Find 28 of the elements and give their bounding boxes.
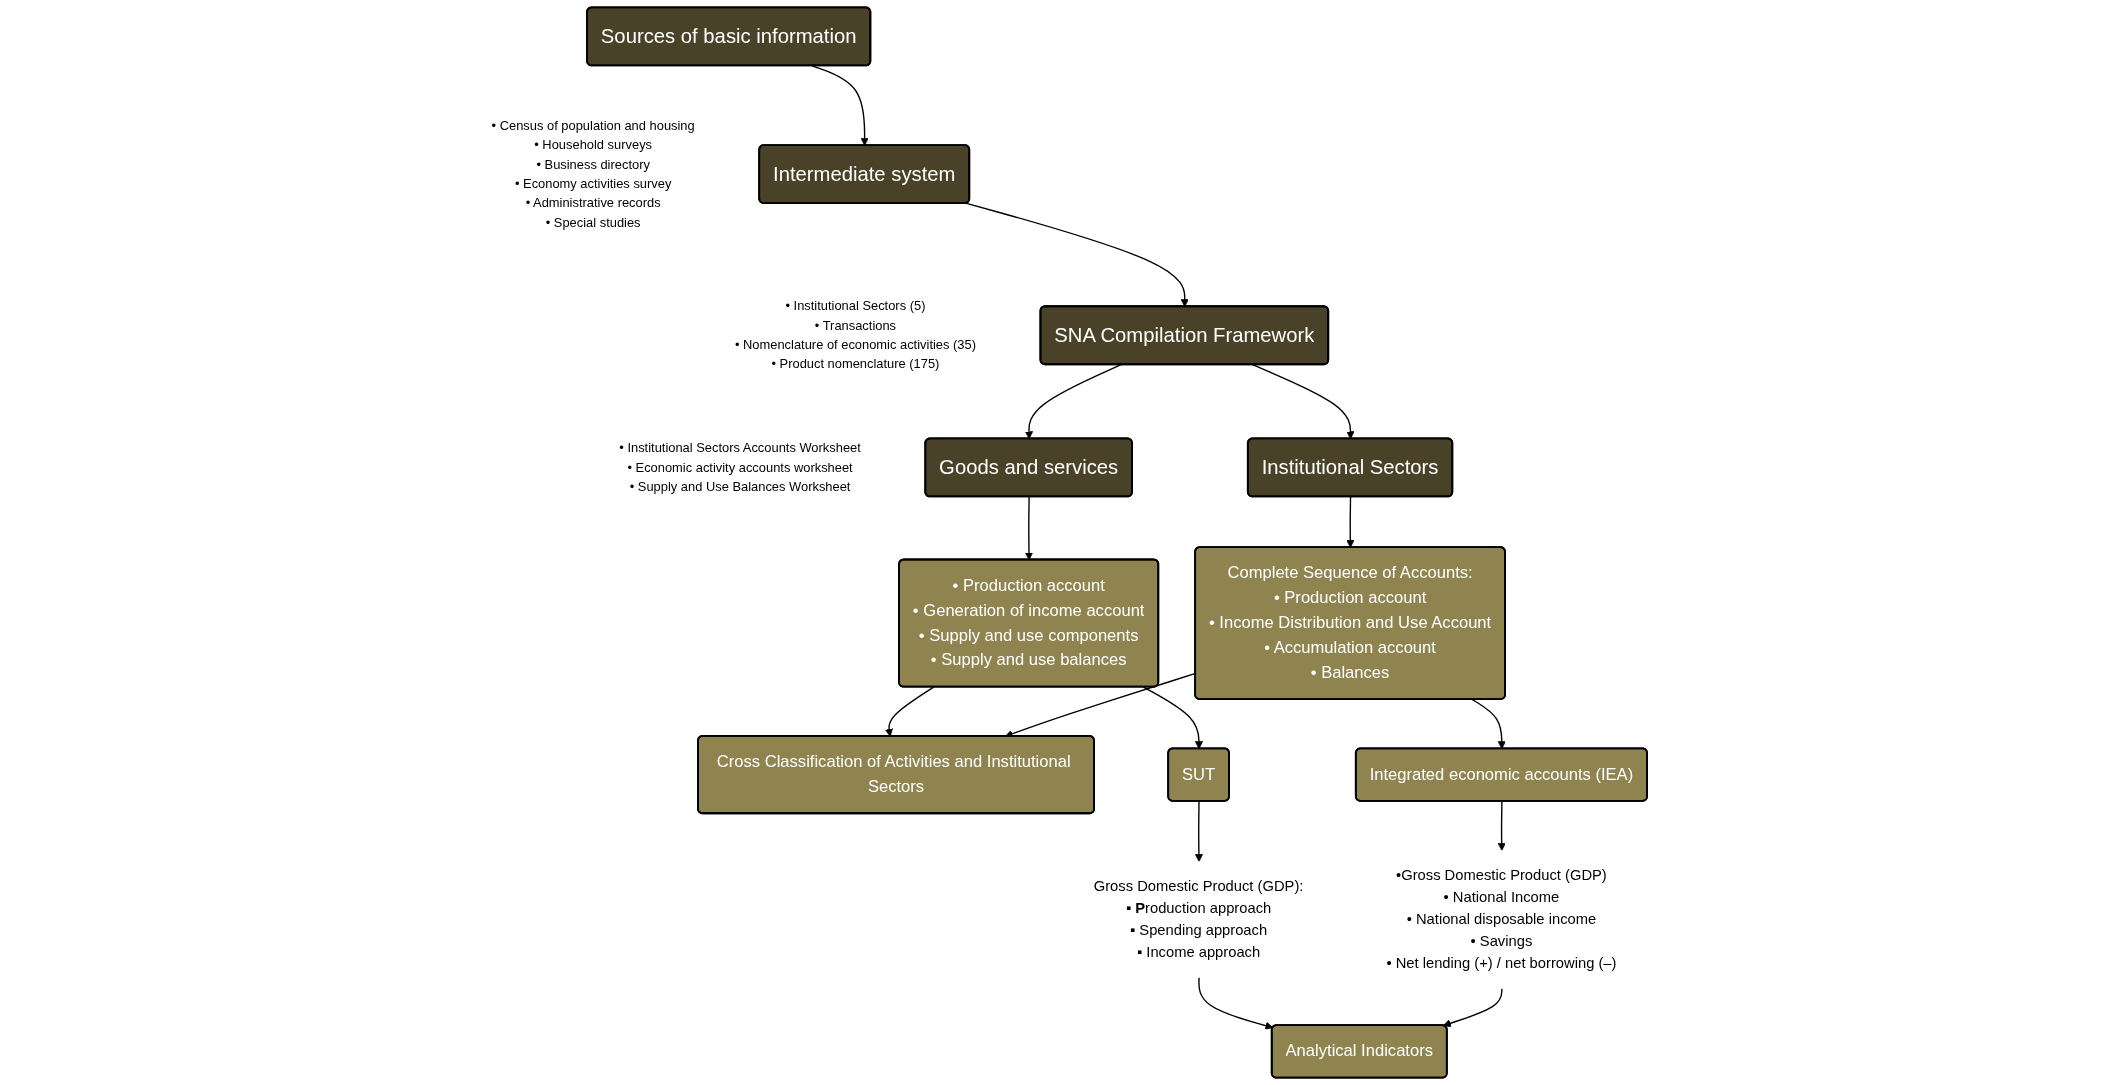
arrow [965, 202, 1189, 308]
arrow [1142, 686, 1203, 750]
node-label: • Census of population and housing [491, 117, 695, 133]
arrow [1194, 800, 1203, 862]
node-text: •Gross Domestic Product (GDP) • National Income • National disposable income • Savings • Net lending (+) / net borrowing (–) [1386, 866, 1617, 971]
arrow [1471, 698, 1506, 750]
arrow [1251, 364, 1355, 440]
arrow [1024, 364, 1122, 440]
node-label: • Transactions [814, 317, 897, 333]
node-label: • Economy activities survey [514, 175, 672, 191]
arrow [1497, 800, 1506, 851]
node-text: Gross Domestic Product (GDP): ▪ Production approach ▪ Spending approach ▪ Income approach [1093, 877, 1304, 960]
arrow [1346, 496, 1355, 548]
node-label: • Household surveys [534, 137, 653, 152]
arrow [884, 686, 935, 737]
node-label: • Business directory [536, 156, 650, 172]
arrow [1442, 988, 1503, 1028]
node-label: • Institutional Sectors Accounts Worksheet [619, 440, 861, 455]
node-label: • Institutional Sectors (5) [785, 298, 926, 314]
arrow [1198, 977, 1274, 1030]
node-label: • Supply and Use Balances Worksheet [629, 478, 851, 494]
node-label: • Special studies [545, 214, 641, 230]
arrow [811, 65, 869, 146]
node-label: • Administrative records [525, 195, 661, 210]
node-label: • Nomenclature of economic activities (35) [734, 337, 976, 352]
node-label: • Product nomenclature (175) [771, 356, 940, 372]
node-label: • Economic activity accounts worksheet [627, 459, 853, 475]
arrow [1024, 496, 1034, 561]
